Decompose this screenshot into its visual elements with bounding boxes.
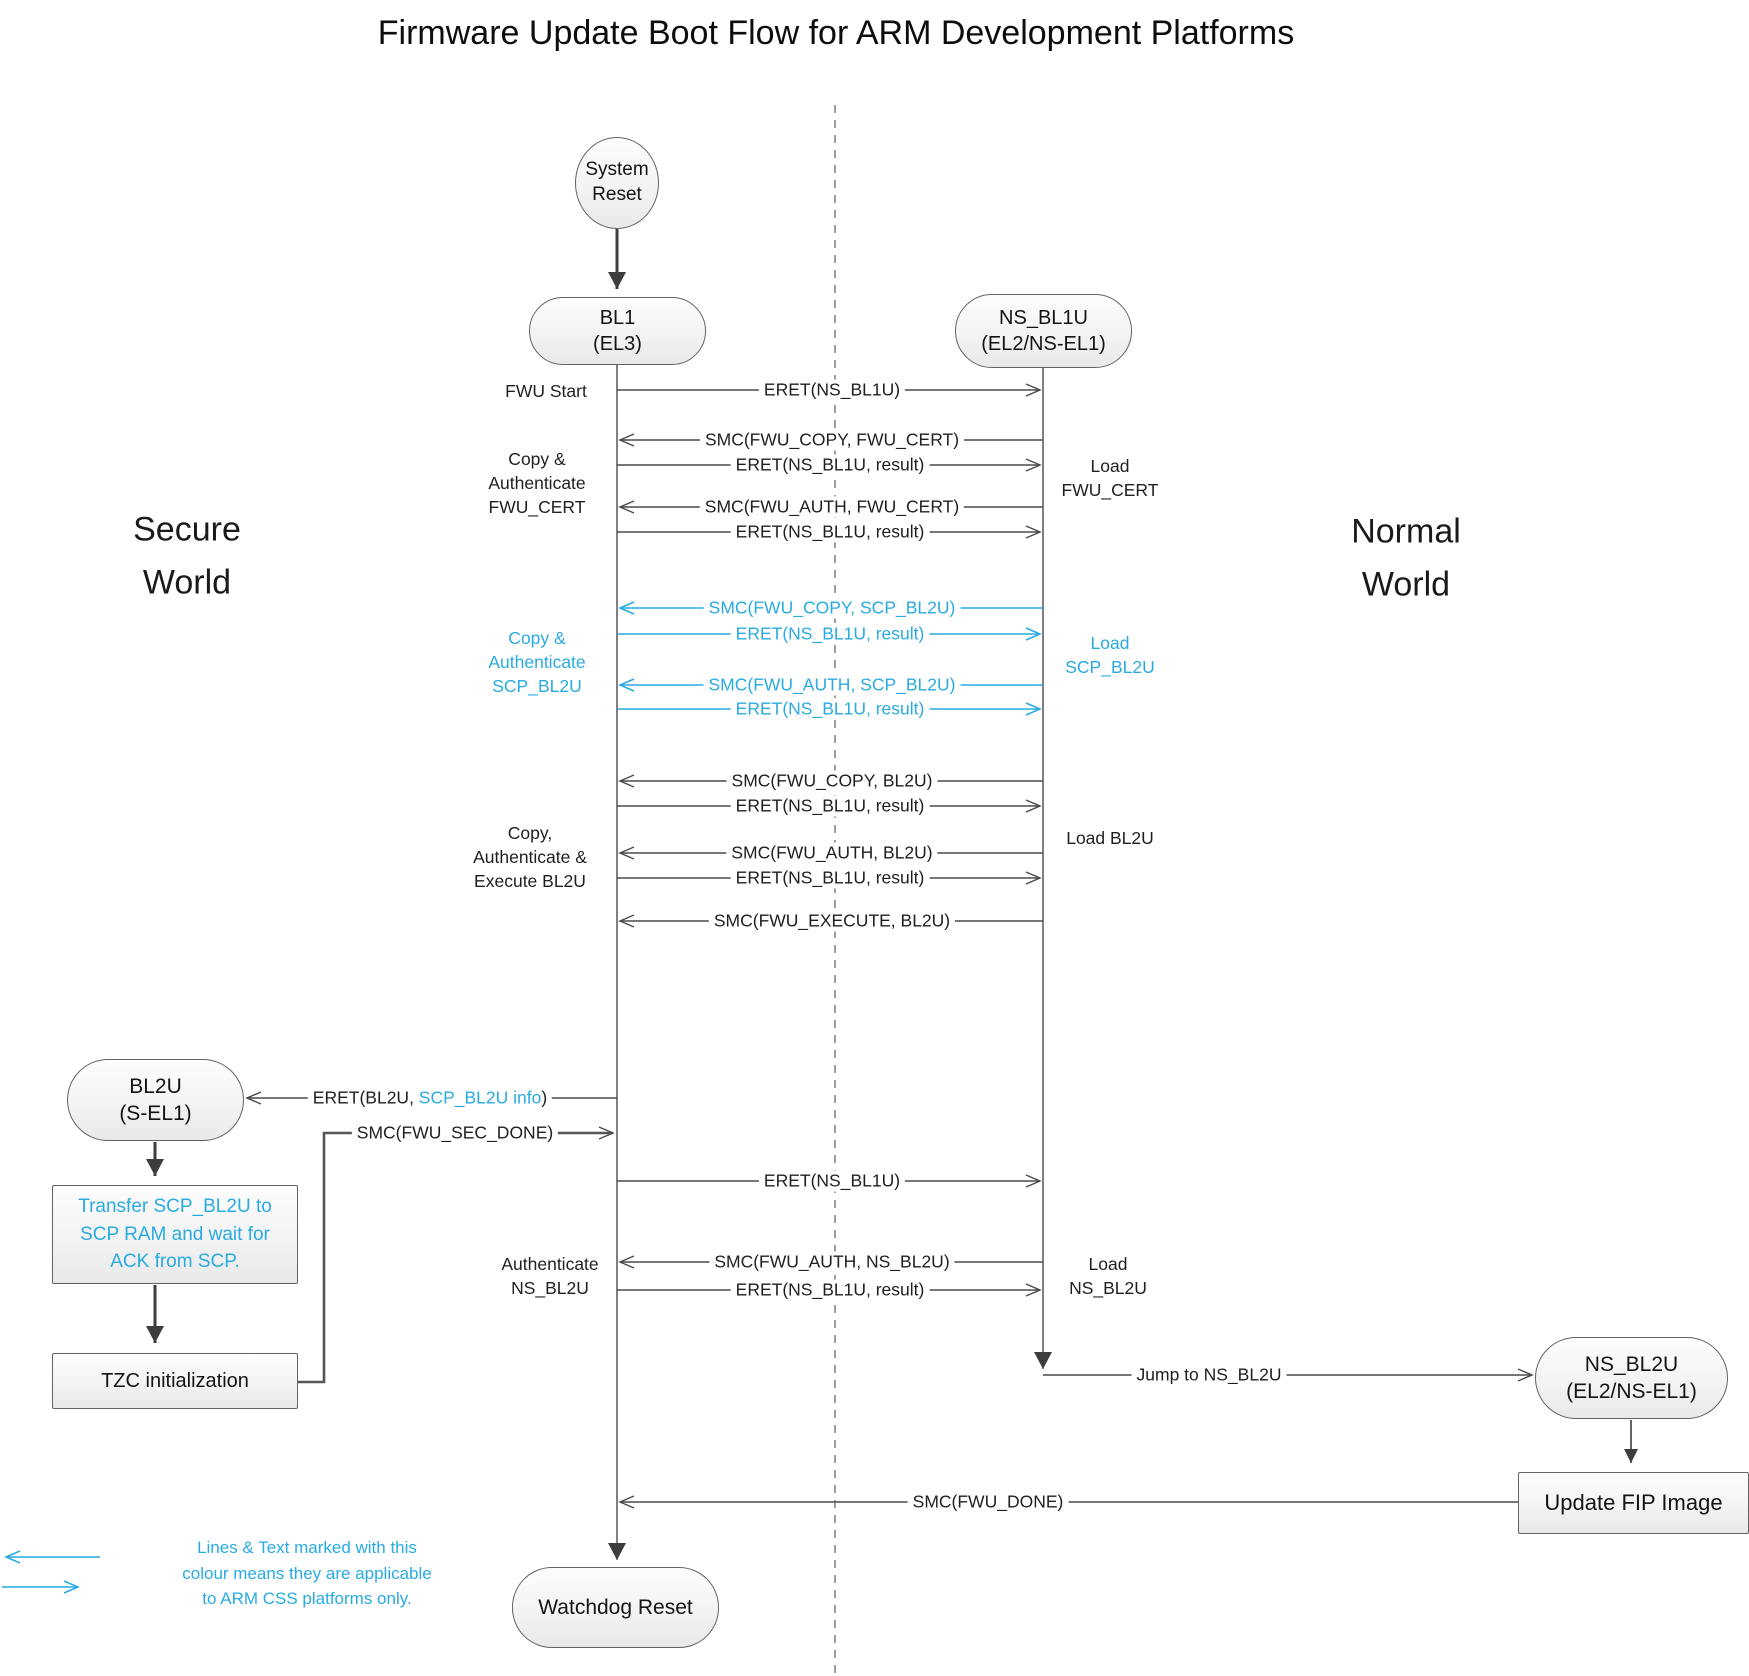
message-label-eret-bl2u-scp-info: ERET(BL2U, SCP_BL2U info) (307, 1087, 553, 1109)
message-label-smc-fwu-copy-bl2u: SMC(FWU_COPY, BL2U) (726, 770, 938, 792)
node-ns-bl2u: NS_BL2U (EL2/NS-EL1) (1535, 1337, 1728, 1419)
node-transfer-scp-bl2u: Transfer SCP_BL2U to SCP RAM and wait fo… (52, 1185, 298, 1284)
message-label-smc-fwu-copy-scp-bl2u: SMC(FWU_COPY, SCP_BL2U) (703, 597, 961, 619)
message-label-eret-result-3: ERET(NS_BL1U, result) (730, 623, 930, 645)
eret-bl2u-prefix: ERET(BL2U, (312, 1087, 419, 1108)
node-tzc-initialization: TZC initialization (52, 1353, 298, 1409)
message-label-eret-result-1: ERET(NS_BL1U, result) (730, 454, 930, 476)
diagram-title: Firmware Update Boot Flow for ARM Develo… (377, 14, 1295, 52)
legend-text: Lines & Text marked with this colour mea… (182, 1537, 432, 1608)
message-label-smc-fwu-copy-fwu-cert: SMC(FWU_COPY, FWU_CERT) (699, 429, 965, 451)
message-label-jump-to-ns-bl2u: Jump to NS_BL2U (1131, 1364, 1287, 1386)
message-label-smc-fwu-auth-ns-bl2u: SMC(FWU_AUTH, NS_BL2U) (709, 1251, 955, 1273)
side-label-load-fwu-cert: Load FWU_CERT (1061, 455, 1159, 500)
node-system-reset: System Reset (575, 137, 659, 229)
message-label-eret-ns-bl1u-2: ERET(NS_BL1U) (758, 1170, 906, 1192)
message-label-smc-fwu-done: SMC(FWU_DONE) (907, 1491, 1069, 1513)
message-label-eret-result-2: ERET(NS_BL1U, result) (730, 521, 930, 543)
secure-world-label: Secure World (133, 510, 241, 601)
message-label-smc-fwu-auth-scp-bl2u: SMC(FWU_AUTH, SCP_BL2U) (703, 674, 961, 696)
message-label-smc-fwu-sec-done: SMC(FWU_SEC_DONE) (351, 1122, 559, 1144)
eret-bl2u-highlight: SCP_BL2U info (418, 1087, 542, 1108)
node-bl1: BL1 (EL3) (529, 297, 706, 365)
message-label-eret-result-5: ERET(NS_BL1U, result) (730, 795, 930, 817)
message-label-smc-fwu-auth-fwu-cert: SMC(FWU_AUTH, FWU_CERT) (699, 496, 965, 518)
side-label-authenticate-ns-bl2u: Authenticate NS_BL2U (501, 1253, 599, 1298)
node-ns-bl1u: NS_BL1U (EL2/NS-EL1) (955, 294, 1132, 368)
node-update-fip-image: Update FIP Image (1518, 1472, 1749, 1534)
message-label-eret-result-4: ERET(NS_BL1U, result) (730, 698, 930, 720)
side-label-load-ns-bl2u: Load NS_BL2U (1069, 1253, 1147, 1298)
message-label-eret-result-7: ERET(NS_BL1U, result) (730, 1279, 930, 1301)
side-label-load-bl2u: Load BL2U (1066, 827, 1154, 848)
side-label-load-scp-bl2u: Load SCP_BL2U (1065, 632, 1155, 677)
side-label-copy-auth-scp-bl2u: Copy & Authenticate SCP_BL2U (488, 627, 586, 697)
node-watchdog-reset: Watchdog Reset (512, 1567, 719, 1648)
eret-bl2u-suffix: ) (541, 1087, 548, 1108)
message-label-eret-result-6: ERET(NS_BL1U, result) (730, 867, 930, 889)
side-label-copy-auth-fwu-cert: Copy & Authenticate FWU_CERT (488, 448, 586, 518)
node-bl2u: BL2U (S-EL1) (67, 1059, 244, 1141)
message-label-eret-ns-bl1u: ERET(NS_BL1U) (758, 379, 906, 401)
message-label-smc-fwu-auth-bl2u: SMC(FWU_AUTH, BL2U) (726, 842, 938, 864)
side-label-copy-auth-execute-bl2u: Copy, Authenticate & Execute BL2U (473, 822, 587, 892)
message-label-smc-fwu-execute-bl2u: SMC(FWU_EXECUTE, BL2U) (708, 910, 956, 932)
side-label-fwu-start: FWU Start (505, 380, 587, 401)
normal-world-label: Normal World (1351, 512, 1461, 603)
